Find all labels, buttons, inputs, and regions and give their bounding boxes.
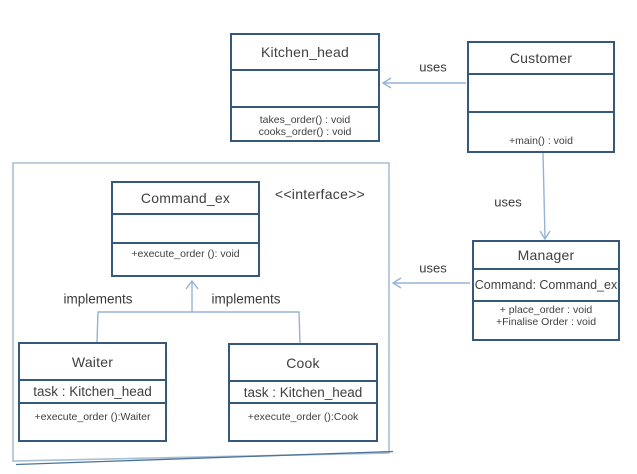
arrowhead-up [185,279,199,290]
attributes-compartment [469,73,613,111]
attribute-label: task : Kitchen_head [33,384,152,399]
arrowhead-left [391,277,402,289]
class-box-cook[interactable]: Cook task : Kitchen_head +execute_order … [228,343,378,442]
method-label: + place_order : void [499,304,593,316]
attribute-label: task : Kitchen_head [243,384,363,400]
attributes-compartment: task : Kitchen_head [20,379,165,402]
class-box-manager[interactable]: Manager Command: Command_ex + place_orde… [472,240,620,341]
connector-customer-kitchen-uses[interactable] [381,77,466,89]
method-label: +execute_order (): void [131,248,240,260]
attribute-label: Command: Command_ex [474,278,618,292]
method-label: cooks_order() : void [258,125,352,138]
method-label: +Finalise Order : void [495,315,597,328]
method-label: +main() : void [509,134,573,147]
class-box-customer[interactable]: Customer +main() : void [467,41,615,153]
methods-compartment: +execute_order ():Cook [230,402,376,440]
attributes-compartment [113,213,258,242]
connector-implements[interactable] [96,279,301,344]
class-name-waiter: Waiter [71,353,114,370]
arrowhead-left [381,77,392,89]
uses-label-customer-kitchen[interactable]: uses [419,59,447,75]
methods-compartment: takes_order() : void cooks_order() : voi… [232,106,378,140]
method-label: takes_order() : void [259,114,351,126]
connector-customer-manager-uses[interactable] [539,152,551,241]
class-box-waiter[interactable]: Waiter task : Kitchen_head +execute_orde… [18,342,167,442]
class-name-kitchen-head: Kitchen_head [260,44,350,60]
class-name-command-ex: Command_ex [140,190,231,206]
methods-compartment: +execute_order ():Waiter [20,402,165,440]
uses-label-manager-interface[interactable]: uses [419,260,447,276]
interface-stereotype-label[interactable]: <<interface>> [274,186,366,202]
connector-manager-interface-uses[interactable] [391,277,470,289]
method-label: +execute_order ():Waiter [34,411,151,423]
arrowhead-down [539,230,551,241]
class-box-command-ex[interactable]: Command_ex +execute_order (): void [111,181,260,277]
class-name-customer: Customer [509,50,573,66]
class-name-cook: Cook [286,354,320,371]
methods-compartment: +execute_order (): void [113,242,258,275]
attributes-compartment: task : Kitchen_head [230,380,376,402]
methods-compartment: +main() : void [469,111,613,151]
attributes-compartment: Command: Command_ex [474,268,618,300]
attributes-compartment [232,69,378,106]
class-name-manager: Manager [517,247,575,263]
methods-compartment: + place_order : void +Finalise Order : v… [474,300,618,339]
implements-label-cook[interactable]: implements [211,291,281,307]
uses-label-customer-manager[interactable]: uses [494,194,522,210]
class-box-kitchen-head[interactable]: Kitchen_head takes_order() : void cooks_… [230,33,380,142]
implements-label-waiter[interactable]: implements [63,291,133,307]
method-label: +execute_order ():Cook [247,411,359,423]
